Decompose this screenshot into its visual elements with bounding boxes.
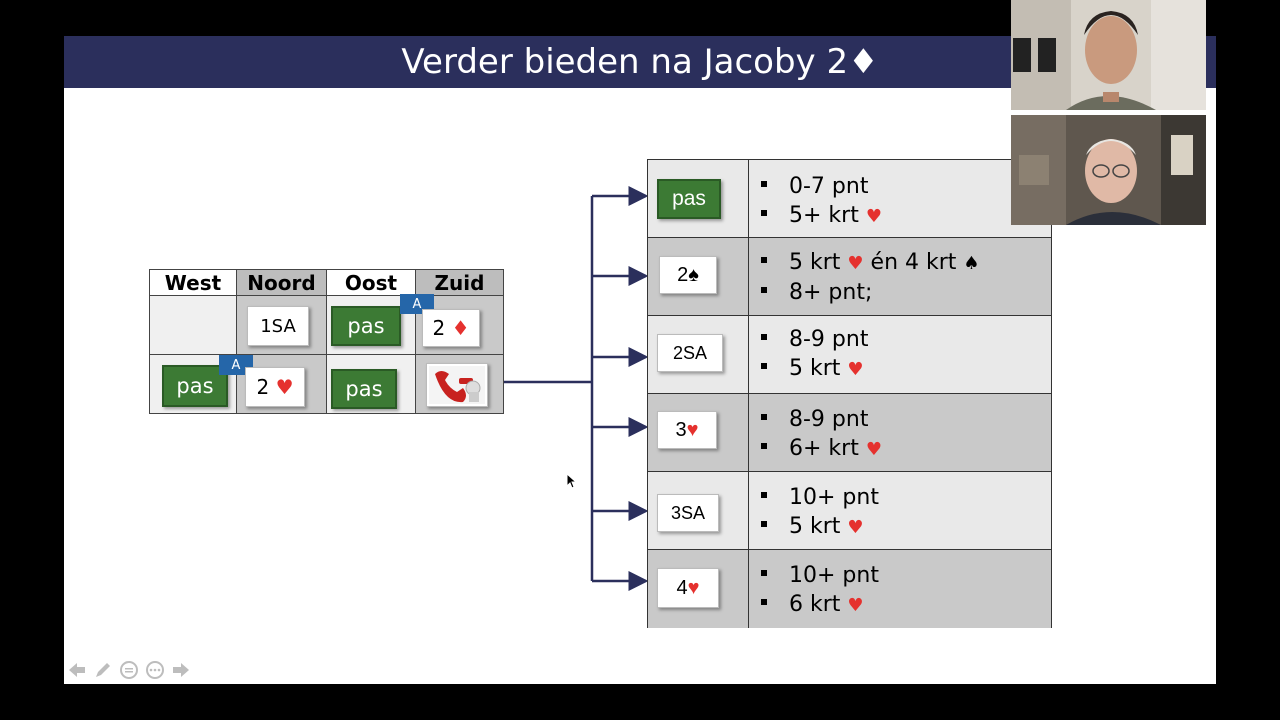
desc-line: 6+ krt ♥	[761, 436, 882, 461]
arrow-left-icon[interactable]	[67, 660, 87, 680]
bidding-header-row: West Noord Oost Zuid	[149, 269, 504, 296]
option-row: 2♠ 5 krt ♥ én 4 krt ♠ 8+ pnt;	[648, 237, 1051, 315]
heart-icon: ♥	[847, 253, 864, 274]
option-row: 3♥ 8-9 pnt 6+ krt ♥	[648, 393, 1051, 471]
desc-text: 8+ pnt;	[789, 280, 873, 305]
pen-icon[interactable]	[93, 660, 113, 680]
participant-video-2	[1011, 115, 1206, 225]
bid-level: 2	[677, 263, 689, 286]
bid-card-3-heart: 3♥	[657, 411, 717, 449]
option-bid-cell: 4♥	[648, 550, 749, 628]
heart-icon: ♥	[865, 439, 882, 460]
option-desc-cell: 10+ pnt 6 krt ♥	[749, 550, 1051, 628]
bid-level: 3	[675, 418, 687, 441]
desc-line: 0-7 pnt	[761, 174, 868, 199]
slideshow-controls	[67, 660, 191, 680]
desc-text: 5+ krt	[789, 203, 866, 228]
desc-line: 5+ krt ♥	[761, 203, 882, 228]
desc-text: én 4 krt	[863, 250, 964, 275]
cell-zuid-1: A 2 ♦	[400, 294, 504, 355]
option-bid-cell: 2♠	[648, 238, 749, 315]
option-desc-cell: 0-7 pnt 5+ krt ♥	[749, 160, 1051, 237]
heart-icon: ♥	[865, 206, 882, 227]
option-row: 3SA 10+ pnt 5 krt ♥	[648, 471, 1051, 549]
option-desc-cell: 5 krt ♥ én 4 krt ♠ 8+ pnt;	[749, 238, 1051, 315]
desc-line: 6 krt ♥	[761, 592, 864, 617]
bid-card-2sa: 2SA	[657, 334, 723, 372]
cell-noord-1: 1SA	[236, 295, 327, 355]
heart-icon: ♥	[686, 418, 699, 441]
participant-video-1	[1011, 0, 1206, 110]
continuation-options: pas 0-7 pnt 5+ krt ♥ 2♠ 5 krt ♥ én 4 krt…	[647, 159, 1052, 628]
heart-icon: ♥	[275, 375, 294, 399]
heart-icon: ♥	[847, 359, 864, 380]
bidding-table: West Noord Oost Zuid 1SA pas A 2 ♦ pas	[149, 269, 504, 414]
connector-arrows	[504, 186, 649, 591]
subtitles-icon[interactable]	[119, 660, 139, 680]
option-bid-cell: 2SA	[648, 316, 749, 393]
bid-card-2-diamond: 2 ♦	[422, 309, 480, 347]
heart-icon: ♥	[687, 576, 700, 599]
cell-west-1	[149, 295, 237, 355]
desc-text: 8-9 pnt	[789, 327, 869, 352]
pass-card: pas	[331, 369, 397, 409]
cell-west-2: pas	[149, 354, 237, 414]
spade-icon: ♠	[688, 263, 699, 286]
cell-noord-2: A 2 ♥	[219, 354, 327, 414]
desc-text: 6+ krt	[789, 436, 866, 461]
pass-card: pas	[162, 365, 228, 407]
desc-line: 8+ pnt;	[761, 280, 872, 305]
bidding-row-1: 1SA pas A 2 ♦	[149, 294, 504, 355]
bidding-row-2: pas A 2 ♥ pas	[149, 354, 504, 414]
alert-badge: A	[219, 355, 253, 375]
desc-text: 6 krt	[789, 592, 848, 617]
desc-line: 5 krt ♥ én 4 krt ♠	[761, 250, 980, 275]
desc-line: 10+ pnt	[761, 485, 879, 510]
desc-line: 5 krt ♥	[761, 356, 864, 381]
diamond-icon: ♦	[451, 316, 470, 340]
option-row: 2SA 8-9 pnt 5 krt ♥	[648, 315, 1051, 393]
desc-text: 5 krt	[789, 356, 848, 381]
desc-line: 8-9 pnt	[761, 407, 868, 432]
heart-icon: ♥	[847, 595, 864, 616]
desc-text: 5 krt	[789, 514, 848, 539]
pass-card: pas	[657, 179, 721, 219]
pass-card: pas	[331, 306, 401, 346]
heart-icon: ♥	[847, 517, 864, 538]
arrow-right-icon[interactable]	[171, 660, 191, 680]
more-icon[interactable]	[145, 660, 165, 680]
desc-line: 5 krt ♥	[761, 514, 864, 539]
bid-card-1sa: 1SA	[247, 306, 309, 346]
option-bid-cell: 3SA	[648, 472, 749, 549]
participant-avatar	[1011, 0, 1206, 110]
bid-card-2-spade: 2♠	[659, 256, 717, 294]
option-desc-cell: 10+ pnt 5 krt ♥	[749, 472, 1051, 549]
desc-text: 5 krt	[789, 250, 848, 275]
slide-title: Verder bieden na Jacoby 2♦	[401, 42, 879, 82]
bid-level: 2	[432, 316, 446, 340]
bid-card-4-heart: 4♥	[657, 568, 719, 608]
desc-line: 8-9 pnt	[761, 327, 868, 352]
option-row: 4♥ 10+ pnt 6 krt ♥	[648, 549, 1051, 628]
desc-text: 10+ pnt	[789, 563, 879, 588]
telephone-icon	[426, 363, 488, 407]
header-zuid: Zuid	[415, 269, 504, 296]
desc-line: 10+ pnt	[761, 563, 879, 588]
bid-card-2-heart: 2 ♥	[245, 367, 305, 407]
desc-text: 10+ pnt	[789, 485, 879, 510]
bid-level: 4	[676, 576, 688, 599]
bid-card-3sa: 3SA	[657, 494, 719, 532]
mouse-cursor-icon	[566, 473, 578, 489]
desc-text: 8-9 pnt	[789, 407, 869, 432]
option-desc-cell: 8-9 pnt 5 krt ♥	[749, 316, 1051, 393]
desc-text: 0-7 pnt	[789, 174, 869, 199]
option-desc-cell: 8-9 pnt 6+ krt ♥	[749, 394, 1051, 471]
option-bid-cell: 3♥	[648, 394, 749, 471]
option-bid-cell: pas	[648, 160, 749, 237]
cell-zuid-2	[415, 354, 504, 414]
participant-avatar	[1011, 115, 1206, 225]
option-row: pas 0-7 pnt 5+ krt ♥	[648, 160, 1051, 237]
bid-level: 2	[256, 375, 270, 399]
spade-icon: ♠	[963, 253, 980, 274]
